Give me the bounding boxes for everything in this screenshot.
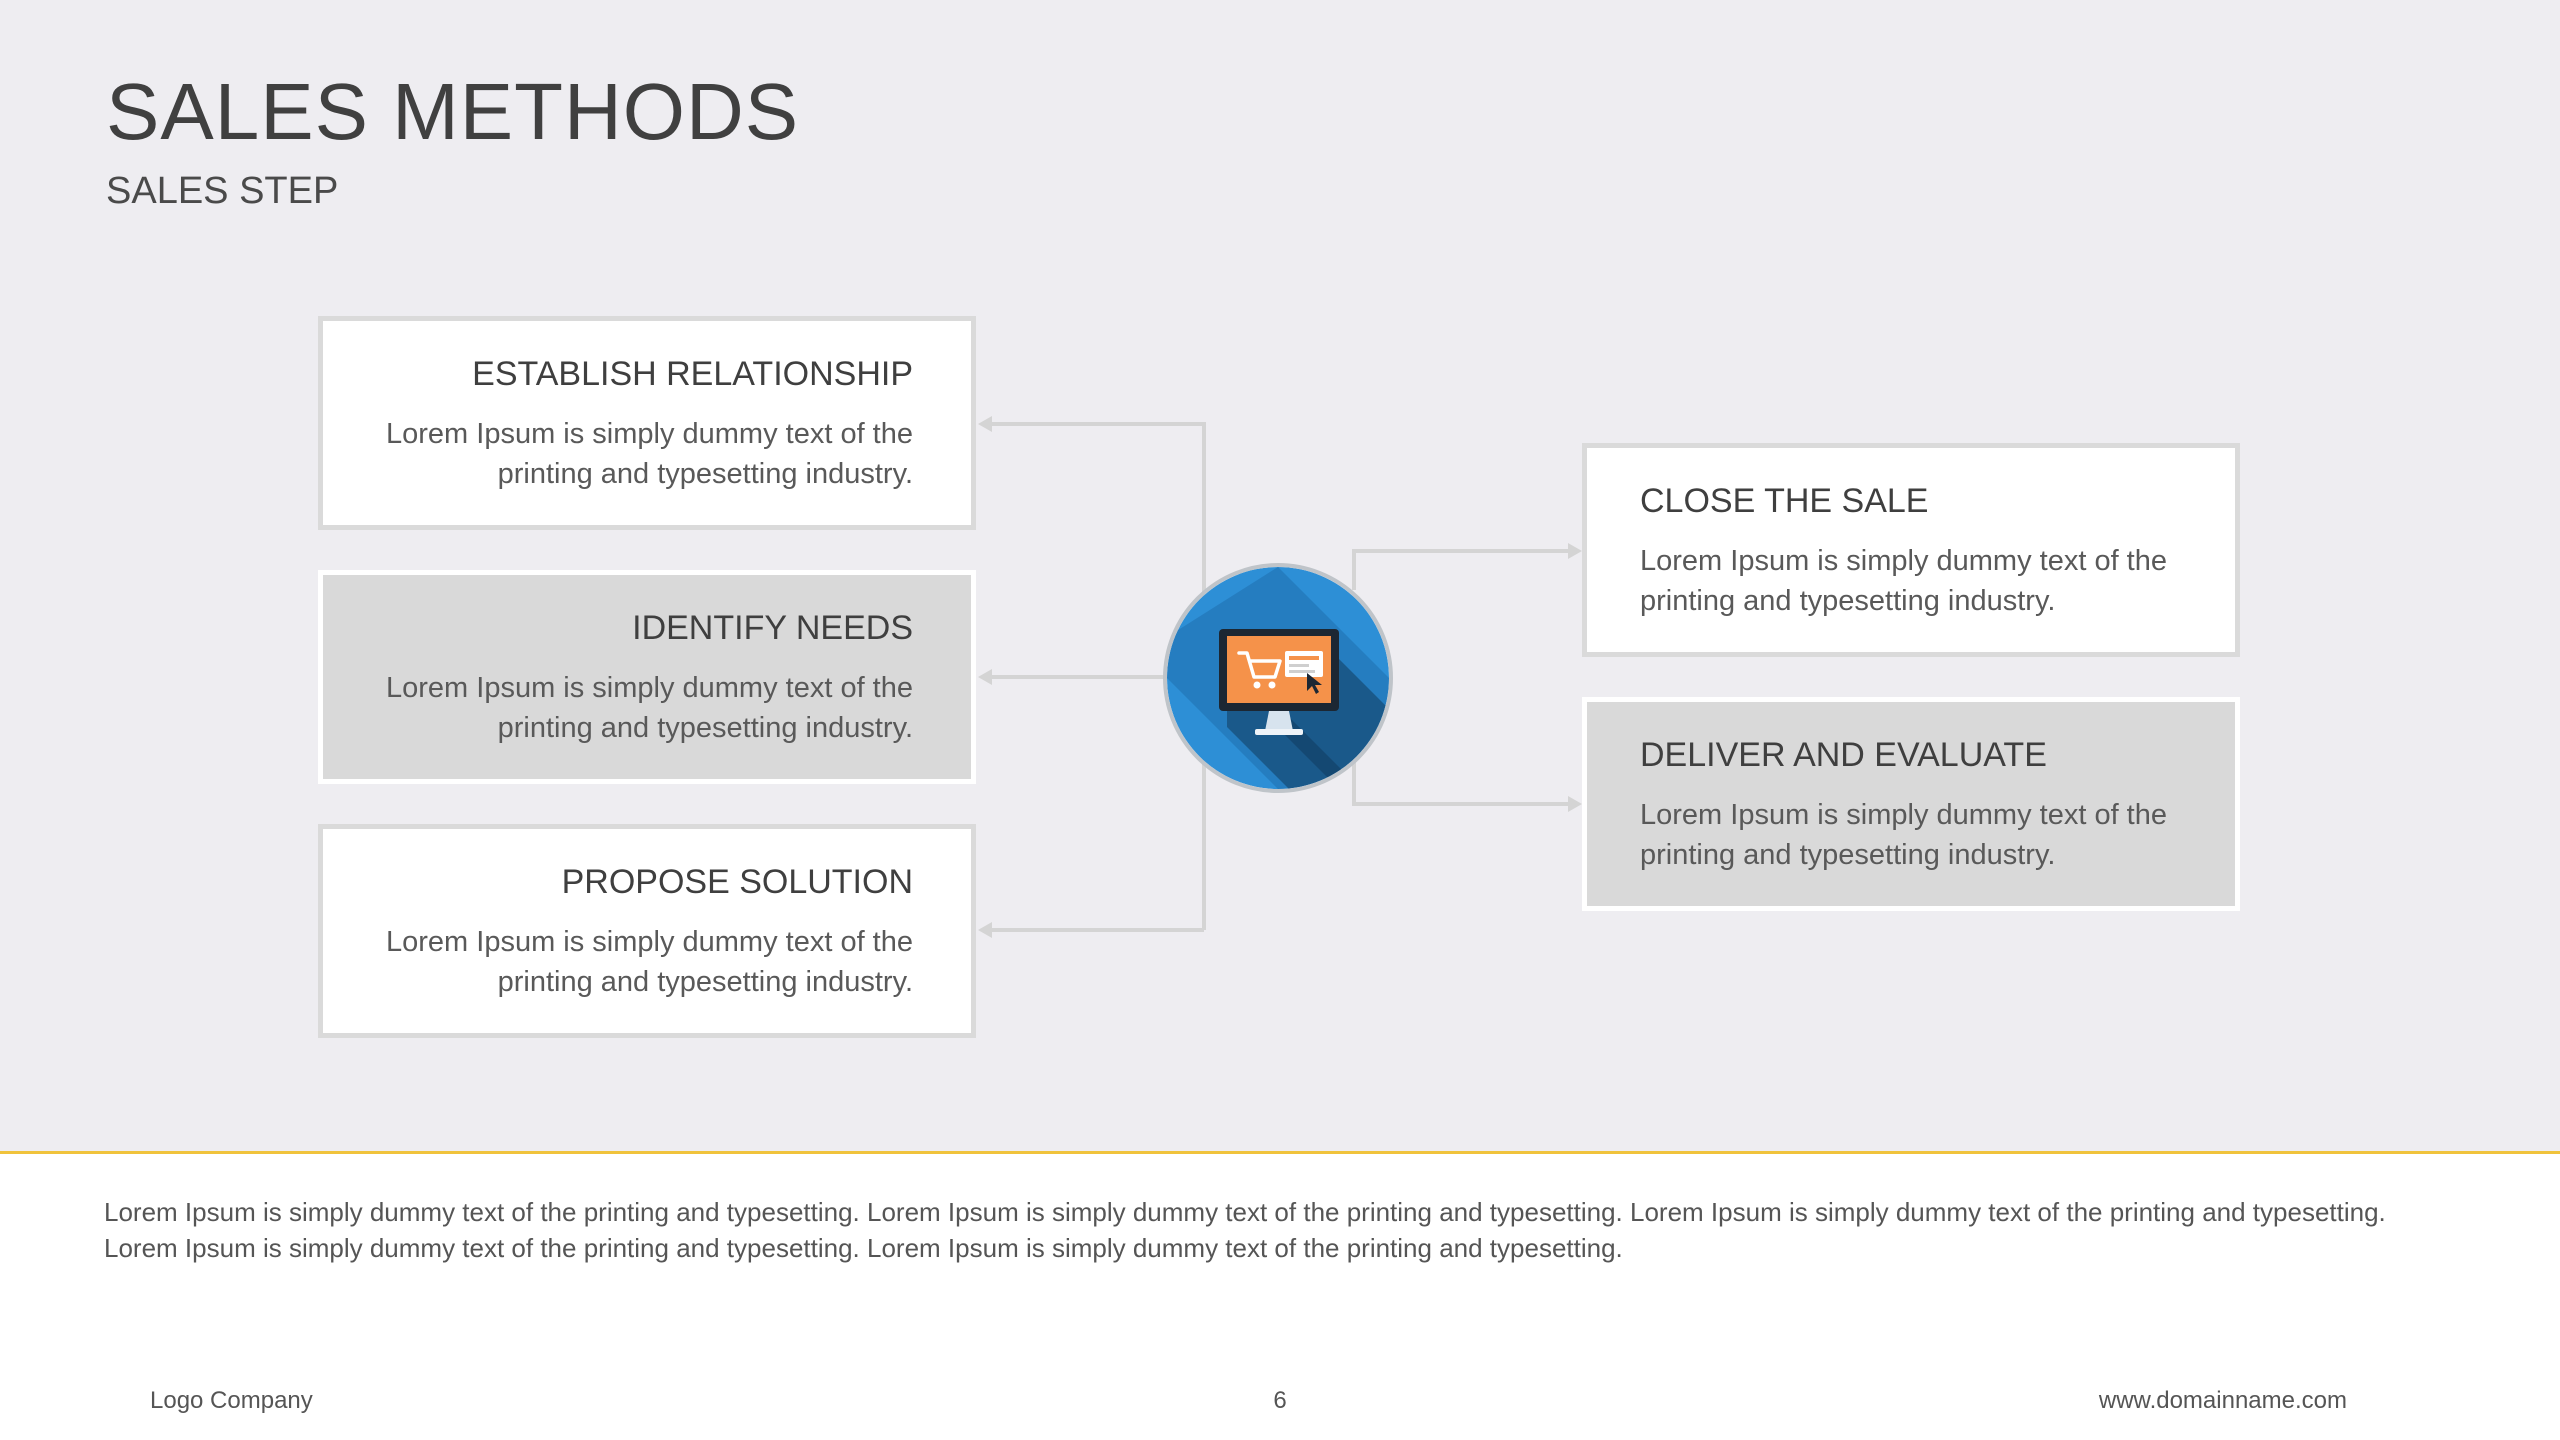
connector-deliver: [1352, 760, 1570, 806]
step-description: Lorem Ipsum is simply dummy text of the …: [386, 417, 913, 490]
step-card-close-the-sale: CLOSE THE SALE Lorem Ipsum is simply dum…: [1582, 443, 2240, 657]
step-title: IDENTIFY NEEDS: [632, 609, 913, 647]
step-title: PROPOSE SOLUTION: [561, 863, 913, 901]
footnote-text: Lorem Ipsum is simply dummy text of the …: [104, 1197, 2386, 1263]
step-title: CLOSE THE SALE: [1640, 482, 1929, 520]
slide-canvas: SALES METHODS SALES STEP ESTABLISH RELAT…: [0, 0, 2560, 1151]
step-description: Lorem Ipsum is simply dummy text of the …: [386, 925, 913, 998]
step-card-deliver-and-evaluate: DELIVER AND EVALUATE Lorem Ipsum is simp…: [1582, 697, 2240, 911]
page-number: 6: [1273, 1387, 1287, 1414]
arrow-close: [1568, 543, 1582, 559]
step-card-identify-needs: IDENTIFY NEEDS Lorem Ipsum is simply dum…: [318, 570, 976, 784]
footer-website: www.domainname.com: [2098, 1387, 2347, 1414]
arrow-identify: [978, 669, 992, 685]
shopping-cart-monitor-icon: [1167, 567, 1389, 789]
connector-close: [1352, 549, 1570, 590]
arrow-establish: [978, 416, 992, 432]
footer-company: Logo Company: [150, 1387, 313, 1414]
step-title: ESTABLISH RELATIONSHIP: [472, 355, 913, 393]
step-title: DELIVER AND EVALUATE: [1640, 736, 2047, 774]
arrow-propose: [978, 922, 992, 938]
arrow-deliver: [1568, 796, 1582, 812]
step-description: Lorem Ipsum is simply dummy text of the …: [1640, 798, 2167, 871]
hub-circle: [1163, 563, 1393, 793]
page-subtitle: SALES STEP: [106, 170, 339, 212]
step-card-propose-solution: PROPOSE SOLUTION Lorem Ipsum is simply d…: [318, 824, 976, 1038]
page-title: SALES METHODS: [106, 67, 800, 156]
step-card-establish-relationship: ESTABLISH RELATIONSHIP Lorem Ipsum is si…: [318, 316, 976, 530]
step-description: Lorem Ipsum is simply dummy text of the …: [386, 671, 913, 744]
footer-divider: [0, 1151, 2560, 1154]
step-description: Lorem Ipsum is simply dummy text of the …: [1640, 544, 2167, 617]
